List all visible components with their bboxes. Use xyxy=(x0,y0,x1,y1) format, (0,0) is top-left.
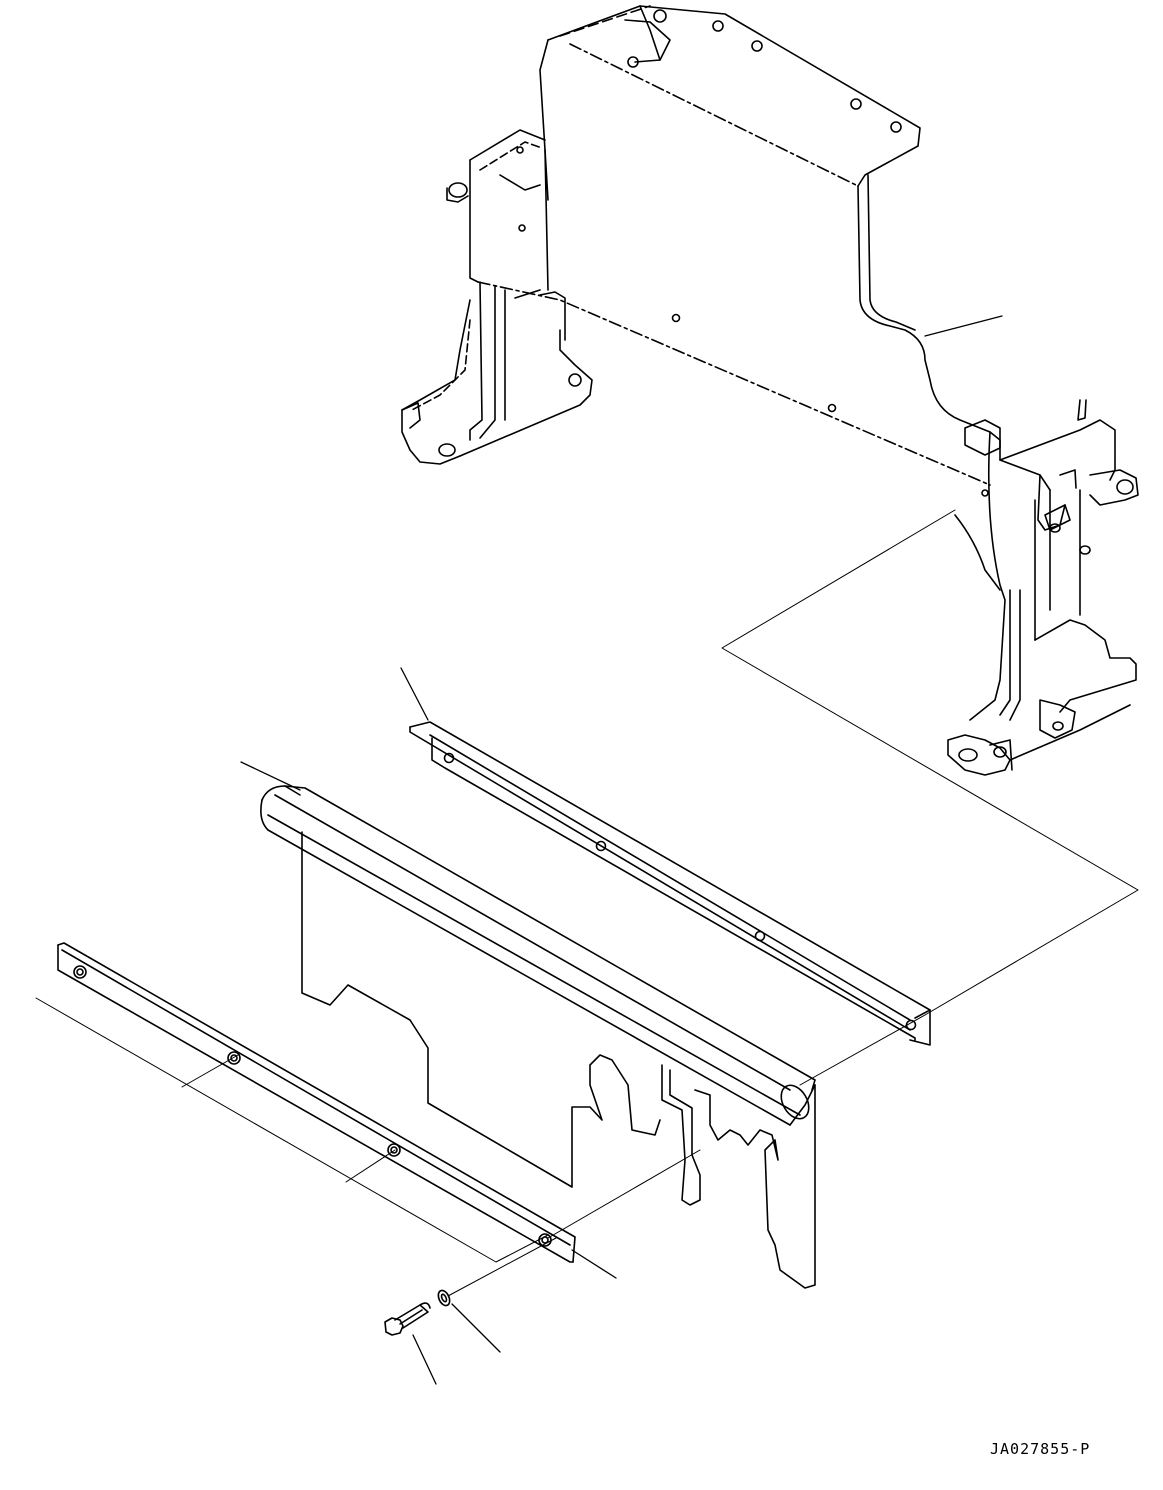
cover-plate xyxy=(261,786,815,1288)
bolt xyxy=(385,1303,430,1335)
washer xyxy=(436,1289,452,1308)
drawing-reference-code: JA027855-P xyxy=(990,1440,1091,1458)
upper-angle-bar xyxy=(410,722,930,1045)
lower-strip-bar xyxy=(58,943,575,1262)
frame xyxy=(402,6,1138,775)
